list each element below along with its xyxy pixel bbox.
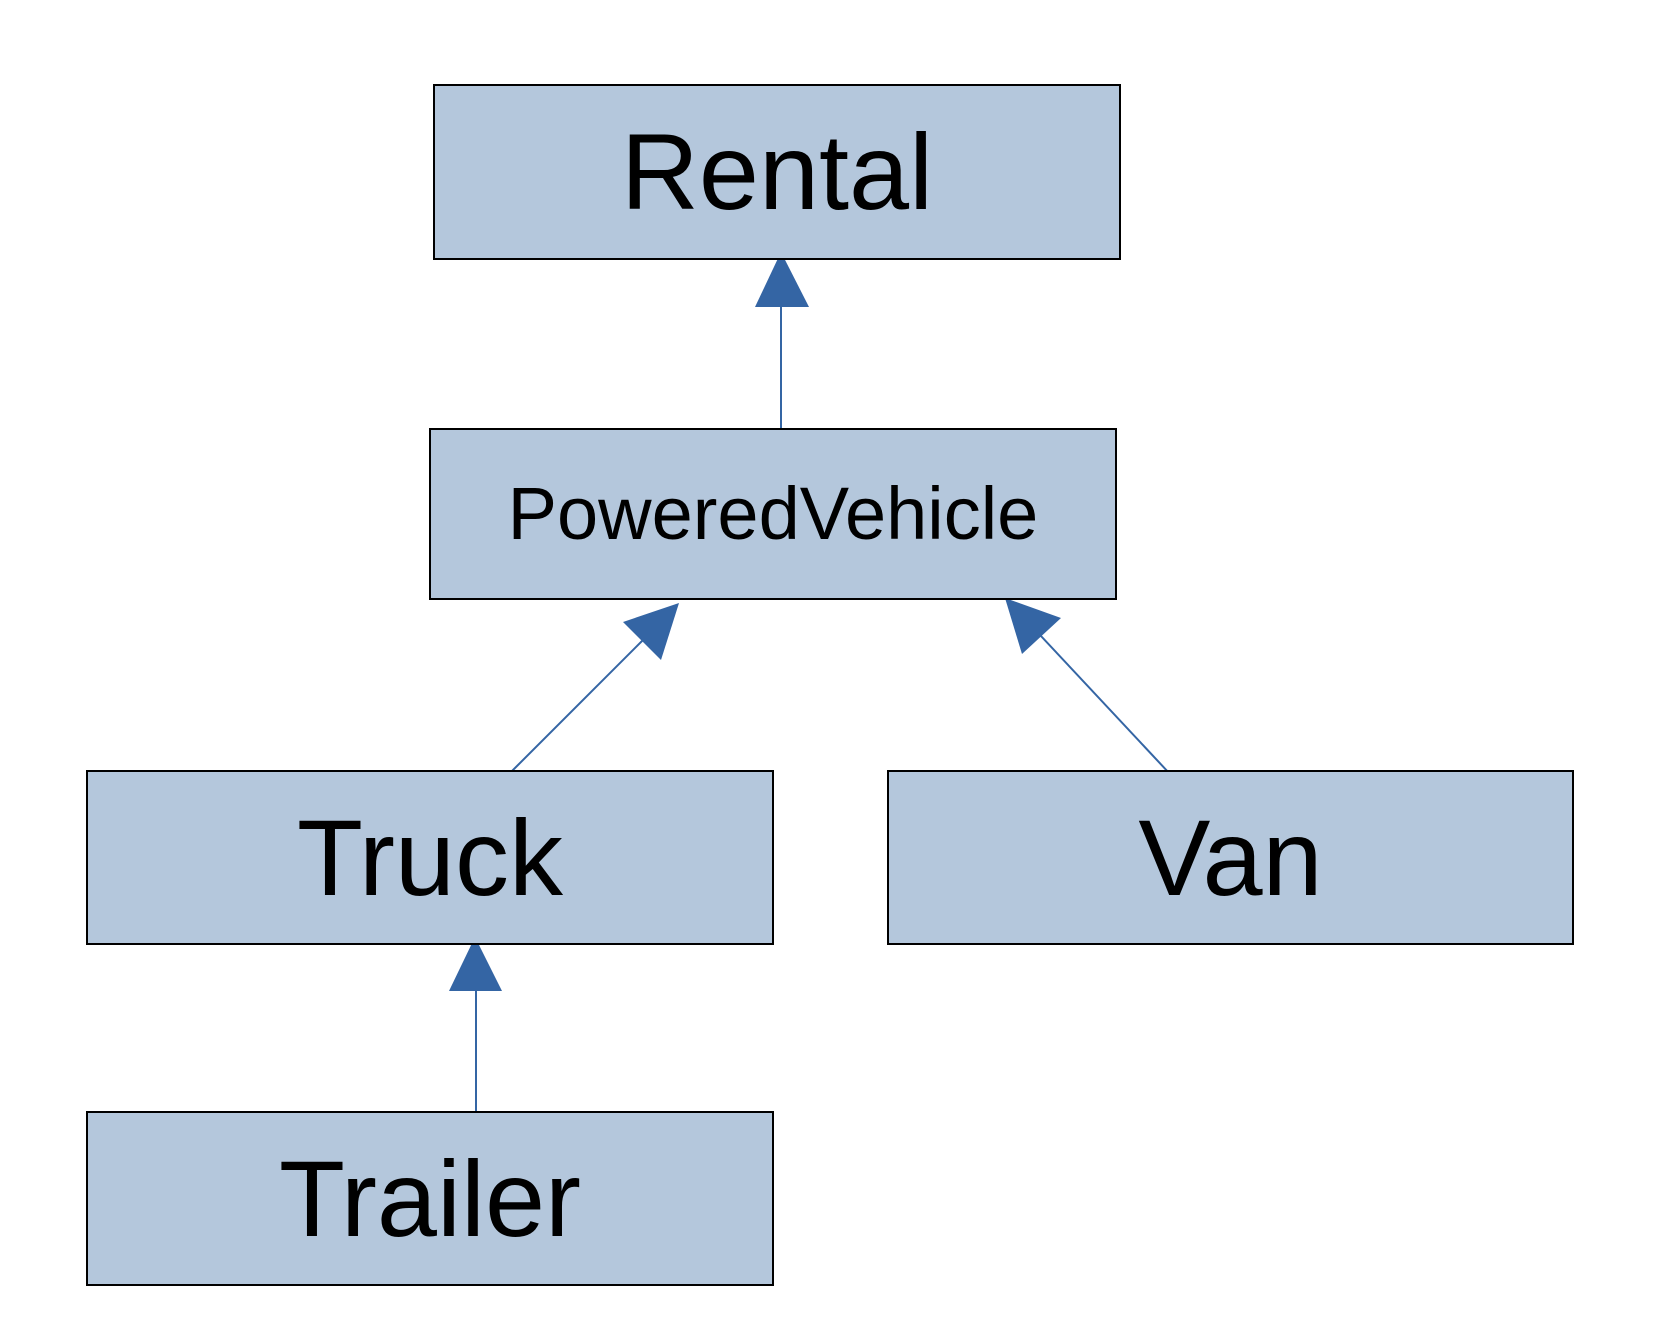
edge-truck-to-poweredvehicle: [509, 603, 679, 774]
edge-poweredvehicle-to-rental: [755, 252, 809, 430]
arrowhead-icon: [1005, 598, 1061, 654]
class-label-trailer: Trailer: [278, 1137, 581, 1259]
arrowhead-icon: [755, 252, 809, 307]
class-label-truck: Truck: [297, 796, 563, 918]
class-label-van: Van: [1138, 796, 1323, 918]
class-box-poweredvehicle[interactable]: PoweredVehicle: [429, 428, 1117, 600]
arrowhead-icon: [449, 937, 502, 991]
class-box-truck[interactable]: Truck: [86, 770, 774, 945]
class-label-poweredvehicle: PoweredVehicle: [507, 472, 1039, 555]
edge-line: [509, 637, 646, 774]
class-box-rental[interactable]: Rental: [433, 84, 1121, 260]
edge-trailer-to-truck: [449, 937, 502, 1113]
class-label-rental: Rental: [620, 111, 934, 232]
edge-line: [1039, 634, 1171, 775]
class-box-trailer[interactable]: Trailer: [86, 1111, 774, 1286]
arrowhead-icon: [623, 603, 679, 660]
edge-van-to-poweredvehicle: [1005, 598, 1171, 775]
class-box-van[interactable]: Van: [887, 770, 1574, 945]
